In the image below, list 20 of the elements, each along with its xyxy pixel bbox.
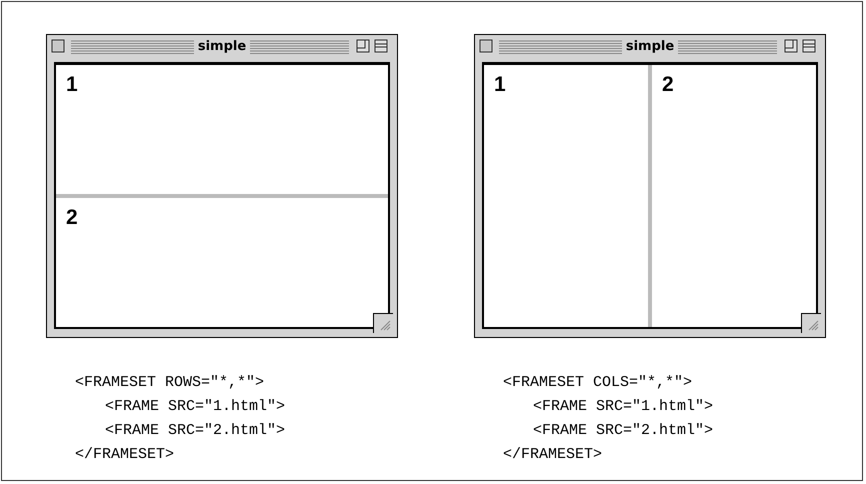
window-title: simple — [622, 38, 678, 56]
code-line: </FRAMESET> — [75, 446, 174, 464]
frame-number: 2 — [662, 73, 674, 97]
frame-number: 1 — [66, 73, 78, 97]
code-line: <FRAME SRC="2.html"> — [105, 422, 286, 440]
code-line: <FRAME SRC="1.html"> — [533, 398, 714, 416]
browser-window — [46, 34, 398, 338]
code-line: <FRAMESET ROWS="*,*"> — [75, 374, 264, 392]
code-line: <FRAMESET COLS="*,*"> — [503, 374, 692, 392]
frame-pane — [652, 65, 816, 327]
code-line: <FRAME SRC="1.html"> — [105, 398, 286, 416]
frame-pane — [484, 65, 648, 327]
frame-pane — [56, 65, 388, 194]
frame-pane — [56, 198, 388, 327]
frame-number: 2 — [66, 206, 78, 230]
browser-window — [474, 34, 826, 338]
code-line: <FRAME SRC="2.html"> — [533, 422, 714, 440]
code-line: </FRAMESET> — [503, 446, 602, 464]
window-title: simple — [194, 38, 250, 56]
frame-number: 1 — [494, 73, 506, 97]
